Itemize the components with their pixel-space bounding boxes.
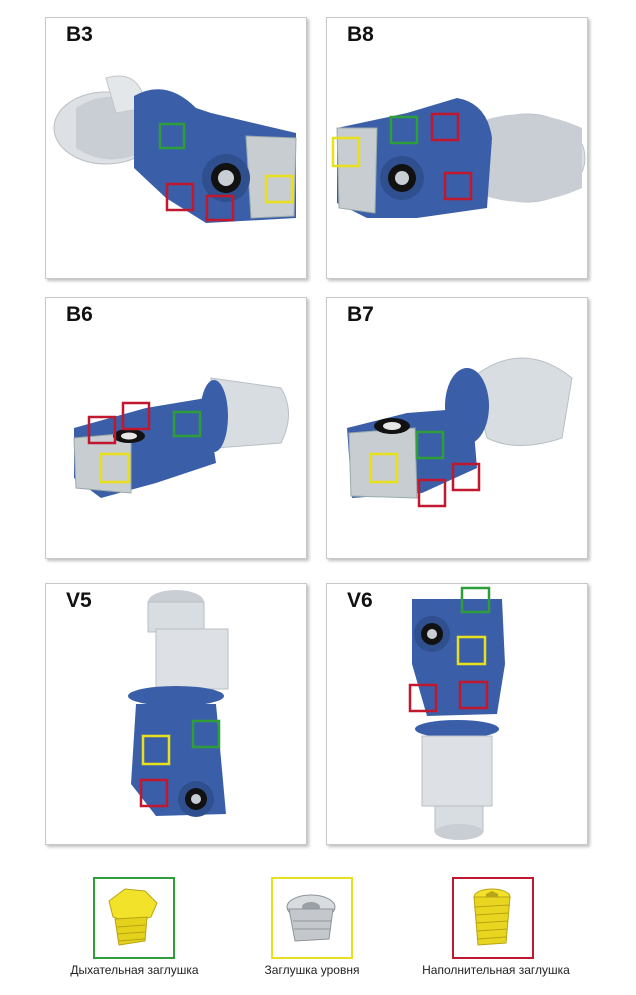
filling-plug-marker xyxy=(417,478,447,508)
panel-label-v6: V6 xyxy=(347,589,373,612)
gearbox-body-b7 xyxy=(347,408,477,499)
gearbox-body-b6 xyxy=(73,398,216,498)
motor-b8 xyxy=(468,113,586,203)
gearbox-v6-illustration xyxy=(408,586,505,840)
panel-v6: V6 xyxy=(326,583,588,845)
motor-v6 xyxy=(421,735,493,840)
panel-b7: B7 xyxy=(326,297,588,559)
panel-label-b6: B6 xyxy=(66,303,93,326)
panel-label-v5: V5 xyxy=(66,589,92,612)
legend-label-breather: Дыхательная заглушка xyxy=(70,963,199,977)
motor-b3 xyxy=(53,75,159,165)
filling-plug-marker xyxy=(121,401,151,431)
gearbox-body-b8 xyxy=(336,98,492,218)
level-plug-icon xyxy=(286,894,336,942)
filling-plug-marker xyxy=(451,462,481,492)
gearbox-b7-illustration xyxy=(347,357,573,508)
motor-v5 xyxy=(128,590,229,706)
breather-plug-icon xyxy=(108,888,158,946)
breather-plug-marker xyxy=(191,719,221,749)
panel-b8: B8 xyxy=(326,17,588,279)
panel-label-b3: B3 xyxy=(66,23,93,46)
legend-level-swatch xyxy=(271,877,353,959)
filling-plug-marker xyxy=(430,112,460,142)
breather-plug-marker xyxy=(158,122,186,150)
panel-b3: B3 xyxy=(45,17,307,279)
legend-filling-swatch xyxy=(452,877,534,959)
breather-plug-marker xyxy=(389,115,419,145)
filling-plug-icon xyxy=(473,888,511,946)
gearbox-body-v6 xyxy=(412,599,505,738)
filling-plug-marker xyxy=(165,182,195,212)
breather-plug-marker xyxy=(415,430,445,460)
legend-breather-swatch xyxy=(93,877,175,959)
level-plug-marker xyxy=(331,136,361,168)
breather-plug-marker xyxy=(172,410,202,438)
panel-b6: B6 xyxy=(45,297,307,559)
panel-v5: V5 xyxy=(45,583,307,845)
gearbox-b3-illustration xyxy=(53,75,297,223)
panel-label-b8: B8 xyxy=(347,23,374,46)
gearbox-b8-illustration xyxy=(331,98,586,218)
filling-plug-marker xyxy=(205,194,235,222)
gearbox-v5-illustration xyxy=(128,590,229,817)
gearbox-b6-illustration xyxy=(73,377,289,498)
filling-plug-marker xyxy=(458,680,489,710)
filling-plug-marker xyxy=(87,415,117,445)
level-plug-marker xyxy=(141,734,171,766)
level-plug-marker xyxy=(369,452,399,484)
level-plug-marker xyxy=(99,452,131,484)
level-plug-marker xyxy=(456,635,487,666)
gearbox-body-b3 xyxy=(134,89,297,223)
filling-plug-marker xyxy=(139,778,169,808)
breather-plug-marker xyxy=(460,586,491,614)
level-plug-marker xyxy=(264,174,294,204)
filling-plug-marker xyxy=(408,683,438,713)
legend-label-filling: Наполнительная заглушка xyxy=(422,963,570,977)
filling-plug-marker xyxy=(443,171,473,201)
panel-label-b7: B7 xyxy=(347,303,374,326)
motor-b6 xyxy=(200,377,289,452)
gearbox-body-v5 xyxy=(131,704,226,817)
legend-label-level: Заглушка уровня xyxy=(264,963,360,977)
